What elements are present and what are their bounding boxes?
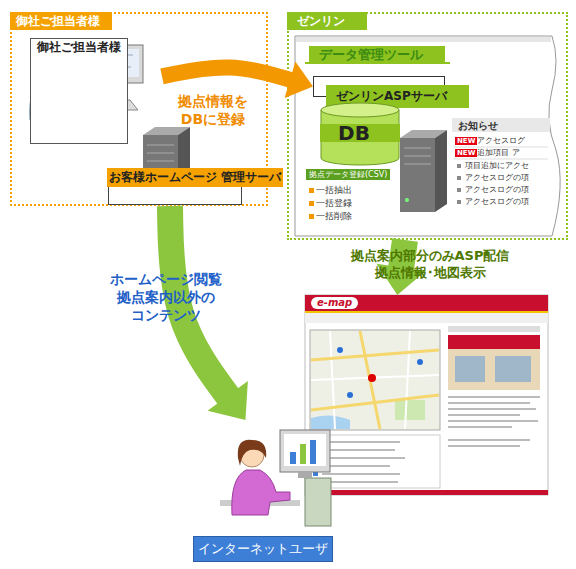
server-box: お客様ホームページ 管理サーバ — [108, 169, 242, 205]
chart-bar — [290, 452, 296, 464]
news-bullet — [457, 176, 461, 180]
menu-bullet — [309, 188, 314, 193]
group-heading: ゼンリン — [287, 12, 367, 30]
store-awning — [448, 335, 540, 349]
person-figure: 御社ご担当者様 — [22, 40, 162, 144]
server-slot — [147, 161, 174, 162]
user-figure — [220, 430, 331, 526]
news-bullet — [457, 200, 461, 204]
news-heading: お知らせ — [458, 120, 498, 132]
server-slot — [147, 153, 174, 154]
menu-bullet — [309, 214, 314, 219]
panel-title: データ管理ツール — [309, 46, 445, 64]
news-item: アクセスログの項 — [465, 197, 529, 206]
monitor — [280, 430, 330, 472]
box-label: お客様ホームページ 管理サーバ — [107, 168, 283, 187]
map-pin — [417, 359, 423, 365]
road — [311, 331, 439, 429]
chart-bar — [310, 440, 316, 464]
map-pin — [337, 347, 343, 353]
menu-item: 一括削除 — [316, 211, 352, 221]
server-slot — [404, 148, 431, 149]
edge-label: ホームページ閲覧 拠点案内以外の コンテンツ — [96, 270, 236, 325]
flow-arrow — [162, 61, 313, 97]
edge-label: 拠点情報を DBに登録 — [170, 92, 256, 128]
user-figure: インターネットユーザ — [190, 420, 336, 562]
map-screenshot — [305, 295, 548, 495]
chart-bar — [300, 444, 306, 464]
cylinder-top — [321, 103, 399, 117]
store-photo — [448, 335, 540, 390]
server-slot — [147, 145, 174, 146]
new-badge: NEW — [455, 137, 477, 145]
server-side — [435, 130, 447, 212]
info-lines — [448, 397, 540, 446]
news-item: 項目追加にアクセ — [465, 161, 529, 170]
nav-bar — [305, 313, 548, 323]
server-slot — [404, 164, 431, 165]
map-pin — [347, 392, 353, 398]
screenshot-header — [296, 37, 551, 42]
list-rows — [322, 442, 405, 482]
database-cylinder: DB — [320, 102, 400, 166]
main-road — [311, 331, 439, 429]
screenshot-panel — [295, 36, 560, 236]
arrow-head — [285, 61, 313, 97]
page-header — [305, 295, 548, 311]
store-window — [455, 356, 485, 382]
hair — [238, 440, 266, 466]
park — [395, 400, 425, 420]
menu-item: 一括登録 — [316, 198, 352, 208]
new-badge: NEW — [455, 149, 477, 157]
news-divider — [454, 147, 548, 148]
menu-heading: 拠点データ登録(CSV) — [306, 169, 390, 180]
news-item: 追加項目 ア — [477, 148, 520, 157]
server-led — [405, 198, 409, 202]
news-bullet — [457, 188, 461, 192]
news-item: アクセスログ — [477, 136, 525, 145]
map-pin — [368, 374, 376, 382]
body — [232, 470, 290, 515]
news-item: アクセスログの項 — [465, 185, 529, 194]
store-window — [495, 356, 531, 382]
cylinder-body — [321, 110, 399, 165]
header-stripe — [305, 311, 548, 313]
menu-bullet — [309, 201, 314, 206]
server-slot — [404, 156, 431, 157]
page-frame — [305, 295, 548, 495]
edge-label: 拠点案内部分のみASP配信 拠点情報･地図表示 — [332, 248, 528, 282]
arrow-shaft — [162, 67, 292, 80]
menu-item: 一括抽出 — [316, 185, 352, 195]
web-page: e-map — [305, 295, 548, 495]
arrow-head — [208, 381, 248, 420]
server-front — [400, 138, 435, 212]
news-bullet — [457, 164, 461, 168]
news-heading-bar — [452, 118, 550, 132]
computer-tower — [305, 478, 331, 526]
user-label: インターネットユーザ — [193, 536, 333, 562]
group-heading: 御社ご担当者様 — [10, 12, 112, 30]
water — [311, 415, 350, 429]
detail-heading — [448, 326, 540, 332]
news-divider — [454, 159, 548, 160]
server-box: ゼンリンASPサーバ — [313, 76, 445, 97]
map-area — [310, 330, 440, 430]
page-footer — [305, 490, 548, 495]
db-label: DB — [320, 124, 400, 142]
news-item: アクセスログの項 — [465, 173, 529, 182]
monitor-stand — [298, 472, 312, 478]
server-tower — [400, 130, 447, 212]
logo-text: e-map — [311, 297, 358, 309]
figure-label: 御社ご担当者様 — [30, 38, 128, 144]
monitor-screen — [284, 434, 326, 466]
